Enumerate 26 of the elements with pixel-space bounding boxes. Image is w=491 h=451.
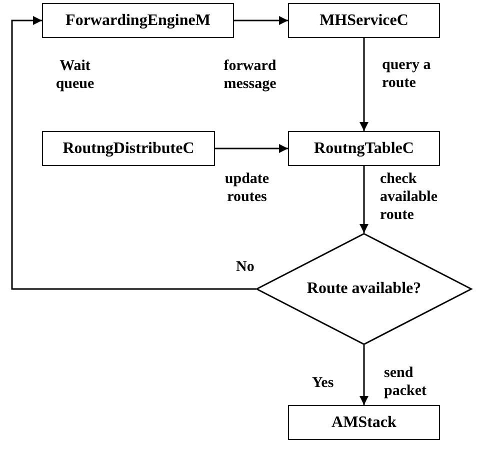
edge-label: query a route [382, 56, 432, 92]
node-label: MHServiceC [320, 12, 408, 30]
note-label: forward message [222, 57, 278, 93]
arrow [215, 144, 288, 153]
node-label: Route available? [306, 280, 422, 298]
arrow [360, 345, 368, 405]
edge-label: Yes [312, 374, 335, 392]
process-box [288, 131, 440, 166]
node-label: RoutngDistributeC [62, 140, 194, 158]
note-label: send packet [384, 364, 428, 400]
decision-diamond [256, 233, 472, 345]
edge-label: No [236, 258, 256, 276]
arrow [360, 166, 368, 233]
edge-label: check available route [380, 170, 439, 224]
node-label: ForwardingEngineM [66, 12, 210, 30]
process-box [288, 3, 440, 38]
process-box [42, 3, 234, 38]
edge-label: update routes [224, 170, 270, 206]
arrow [234, 16, 288, 25]
note-label: Wait queue [54, 57, 96, 93]
process-box [288, 405, 440, 440]
process-box [42, 131, 215, 166]
node-label: RoutngTableC [314, 140, 414, 158]
node-label: AMStack [332, 414, 396, 432]
arrow [360, 38, 368, 131]
arrow [11, 16, 256, 290]
